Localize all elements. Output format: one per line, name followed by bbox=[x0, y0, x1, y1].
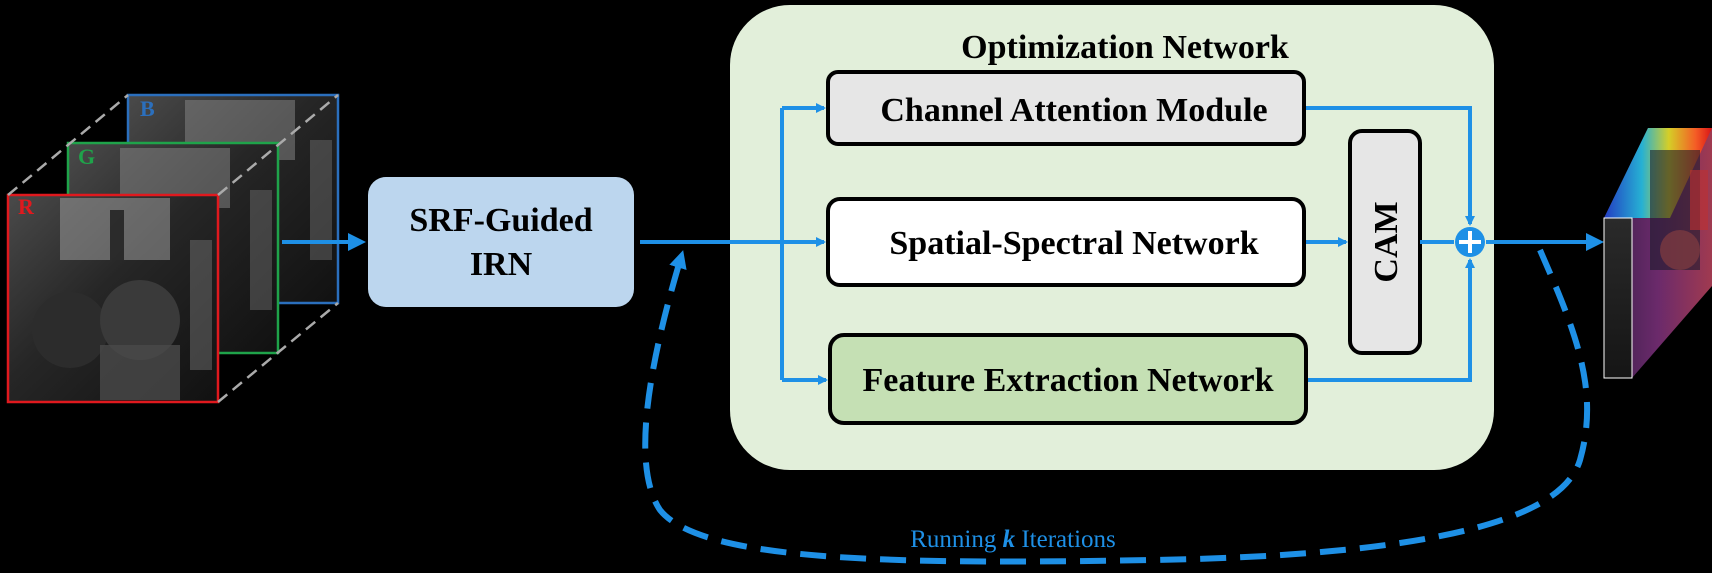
channel-r-layer bbox=[6, 193, 220, 404]
iteration-loop-label: Running k Iterations bbox=[910, 526, 1116, 553]
irn-label-line1: SRF-Guided bbox=[409, 202, 592, 239]
cam-label: CAM bbox=[1368, 201, 1405, 282]
srf-guided-irn-block: SRF-Guided IRN bbox=[368, 177, 634, 307]
channel-attention-module: Channel Attention Module bbox=[826, 70, 1306, 146]
iteration-loop: Running k Iterations bbox=[642, 248, 1591, 565]
irn-label-line2: IRN bbox=[470, 246, 533, 283]
output-hyperspectral-cube bbox=[1603, 128, 1712, 379]
branch-arrows bbox=[780, 103, 1475, 385]
optimization-network: Optimization Network Channel Attention M… bbox=[730, 5, 1494, 470]
sum-node-icon bbox=[1455, 227, 1485, 257]
channel-attention-module-label: Channel Attention Module bbox=[880, 92, 1267, 129]
spatial-spectral-network: Spatial-Spectral Network bbox=[826, 197, 1306, 287]
feature-extraction-network: Feature Extraction Network bbox=[828, 333, 1308, 425]
channel-label-r: R bbox=[18, 194, 35, 219]
iteration-loop-path bbox=[642, 248, 1591, 565]
channel-label-g: G bbox=[78, 144, 95, 169]
spatial-spectral-network-label: Spatial-Spectral Network bbox=[889, 225, 1258, 262]
input-rgb-cube: R G B bbox=[6, 93, 340, 404]
feature-extraction-network-label: Feature Extraction Network bbox=[862, 362, 1273, 399]
optimization-network-title: Optimization Network bbox=[961, 29, 1289, 66]
cam-block: CAM bbox=[1348, 129, 1422, 355]
channel-label-b: B bbox=[140, 96, 155, 121]
